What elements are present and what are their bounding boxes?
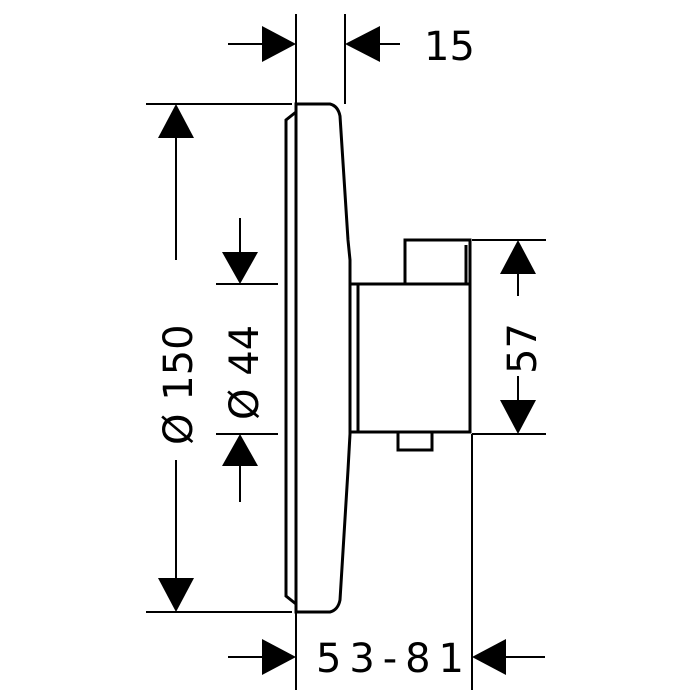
arrow-up bbox=[222, 434, 258, 466]
dim-body-height: 57 bbox=[472, 239, 546, 435]
boss-diameter-label: Ø 44 bbox=[222, 325, 268, 420]
dim-install-depth: 53-81 bbox=[228, 434, 545, 690]
arrow-up bbox=[500, 240, 536, 274]
arrow-right bbox=[262, 639, 296, 675]
plate-depth-label: 15 bbox=[424, 24, 475, 70]
arrow-left bbox=[472, 639, 506, 675]
plate-diameter-label: Ø 150 bbox=[156, 324, 202, 445]
arrow-down bbox=[158, 578, 194, 612]
arrow-down bbox=[222, 252, 258, 284]
cover-plate bbox=[284, 102, 352, 614]
body-height-label: 57 bbox=[500, 323, 546, 374]
arrow-right bbox=[262, 26, 296, 62]
arrow-down bbox=[500, 400, 536, 434]
install-depth-label: 53-81 bbox=[316, 636, 464, 682]
arrow-up bbox=[158, 104, 194, 138]
dim-plate-depth: 15 bbox=[228, 14, 475, 104]
dim-plate-diameter: Ø 150 bbox=[146, 103, 292, 613]
dim-boss-diameter: Ø 44 bbox=[216, 218, 278, 502]
arrow-left bbox=[345, 26, 380, 62]
thermostat-body bbox=[350, 238, 472, 452]
